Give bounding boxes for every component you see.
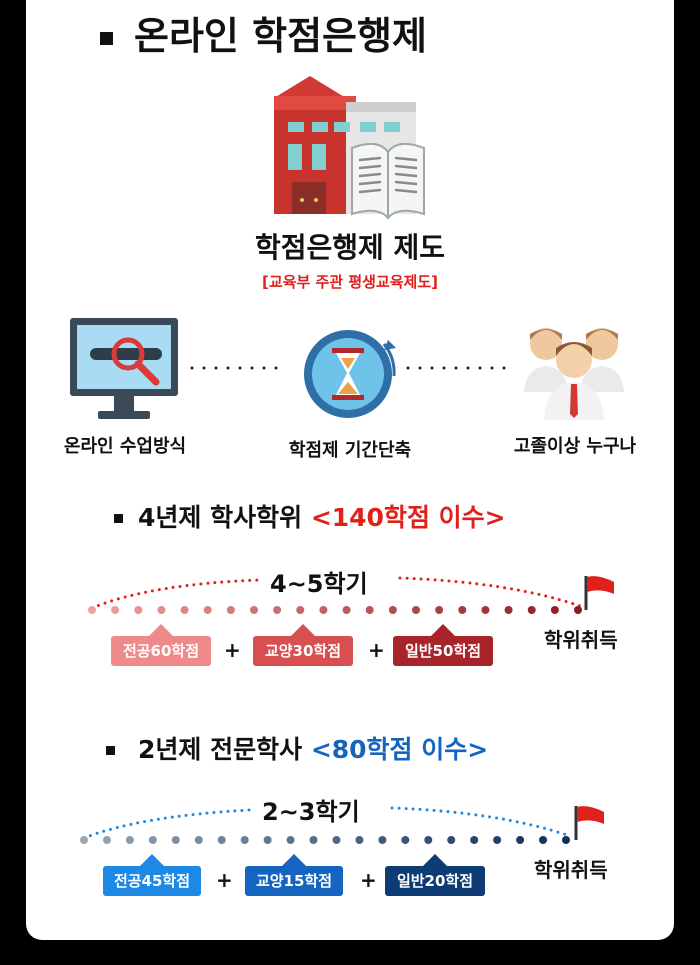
bachelor-chip-general: 일반50학점 [393, 624, 493, 666]
chip-label: 일반50학점 [404, 642, 482, 660]
timeline-dot [180, 606, 189, 614]
chip-label: 교양30학점 [264, 642, 342, 660]
flag-icon [584, 576, 614, 610]
timeline-dot [194, 836, 203, 844]
bullet-icon [114, 514, 123, 523]
feature-label-online: 온라인 수업방식 [63, 436, 187, 457]
bachelor-duration: 4~5학기 [270, 570, 368, 598]
timeline-dot [481, 606, 490, 614]
plus-sign: + [216, 868, 233, 892]
people-icon [524, 328, 624, 420]
timeline-dot [240, 836, 249, 844]
timeline-dot [171, 836, 180, 844]
timeline-dot [309, 836, 318, 844]
timeline-dot [157, 606, 166, 614]
timeline-dot [342, 606, 351, 614]
associate-title-text: 2년제 전문학사 [138, 735, 311, 764]
timeline-dot [80, 836, 88, 844]
chip-pointer [423, 854, 447, 866]
timeline-dot [148, 836, 157, 844]
bullet-icon [106, 746, 115, 755]
timeline-dot [412, 606, 420, 614]
timeline-dot [102, 836, 111, 844]
school-building-icon [274, 76, 425, 220]
timeline-dot [125, 836, 134, 844]
monitor-search-icon [70, 318, 178, 419]
associate-timeline [80, 806, 572, 844]
timeline-dot [273, 606, 282, 614]
timeline-dot [504, 606, 513, 614]
timeline-dot [217, 836, 226, 844]
chip-pointer [431, 624, 455, 636]
associate-duration: 2~3학기 [262, 798, 360, 826]
timeline-dot [263, 836, 272, 844]
timeline-dot [516, 836, 525, 844]
timeline-dot [88, 606, 96, 614]
associate-degree-label: 학위취득 [534, 858, 608, 882]
associate-chip-major: 전공45학점 [103, 854, 201, 896]
timeline-dot [424, 836, 433, 844]
system-title: 학점은행제 제도 [254, 231, 446, 264]
chip-label: 전공60학점 [122, 642, 200, 660]
timeline-dot [562, 836, 570, 844]
associate-chip-general: 일반20학점 [385, 854, 485, 896]
timeline-dot [493, 836, 502, 844]
bachelor-title-text: 4년제 학사학위 [138, 503, 311, 532]
timeline-dot [203, 606, 212, 614]
bachelor-degree-label: 학위취득 [544, 628, 618, 652]
timeline-dot [296, 606, 305, 614]
chip-label: 일반20학점 [396, 872, 474, 890]
timeline-dot [550, 606, 559, 614]
bachelor-timeline [88, 576, 582, 614]
bachelor-chip-major: 전공60학점 [111, 624, 211, 666]
bachelor-title: 4년제 학사학위 <140학점 이수> [138, 500, 506, 536]
chip-pointer [282, 854, 306, 866]
system-subtitle: [교육부 주관 평생교육제도] [262, 273, 438, 291]
timeline-dot [134, 606, 143, 614]
timeline-dot [286, 836, 295, 844]
timeline-dot [539, 836, 548, 844]
timeline-dot [470, 836, 479, 844]
flag-icon [574, 806, 604, 840]
chip-label: 교양15학점 [255, 872, 333, 890]
timeline-dot [226, 606, 235, 614]
timeline-dot [388, 606, 397, 614]
connector-line-left [190, 366, 290, 370]
bachelor-chip-liberal: 교양30학점 [253, 624, 353, 666]
timeline-dot [355, 836, 364, 844]
feature-label-anyone: 고졸이상 누구나 [513, 436, 637, 457]
timeline-dot [458, 606, 467, 614]
timeline-dot [435, 606, 444, 614]
timeline-dot [250, 606, 258, 614]
hourglass-icon [304, 330, 396, 418]
timeline-dot [319, 606, 328, 614]
chip-pointer [140, 854, 164, 866]
timeline-dot [378, 836, 387, 844]
timeline-dot [447, 836, 456, 844]
timeline-dot [527, 606, 536, 614]
timeline-dot [332, 836, 341, 844]
chip-pointer [291, 624, 315, 636]
page-title: 온라인 학점은행제 [134, 14, 427, 58]
chip-label: 전공45학점 [113, 872, 191, 890]
connector-line-right [406, 366, 512, 370]
timeline-dot [111, 606, 120, 614]
associate-credit-highlight: <80학점 이수> [310, 735, 489, 764]
bullet-icon [100, 32, 113, 45]
bachelor-credit-highlight: <140학점 이수> [310, 503, 506, 532]
associate-title: 2년제 전문학사 <80학점 이수> [138, 732, 488, 768]
chip-pointer [149, 624, 173, 636]
timeline-dot [401, 836, 410, 844]
timeline-dot [365, 606, 374, 614]
plus-sign: + [224, 638, 241, 662]
plus-sign: + [360, 868, 377, 892]
plus-sign: + [368, 638, 385, 662]
timeline-dot [574, 606, 582, 614]
associate-chip-liberal: 교양15학점 [245, 854, 343, 896]
feature-label-shorten: 학점제 기간단축 [288, 440, 412, 461]
